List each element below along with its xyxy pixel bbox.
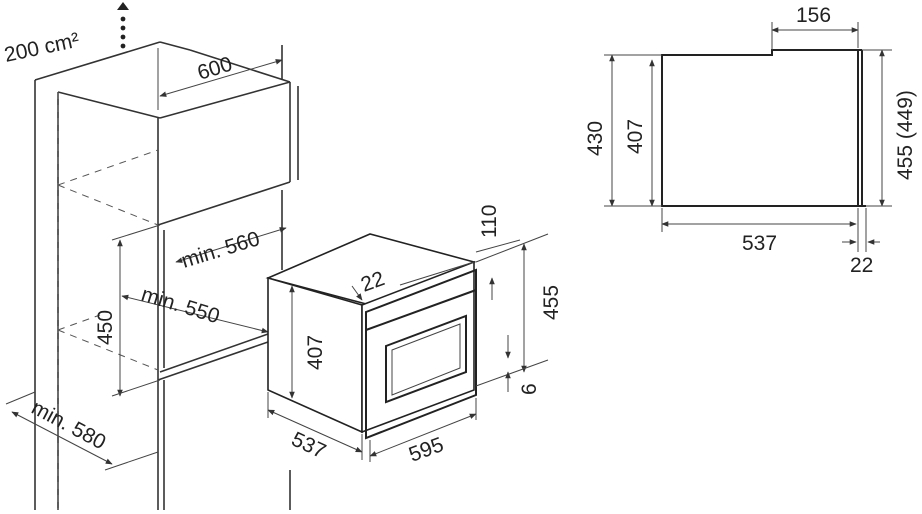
oven-front-height-label: 455: [540, 285, 563, 320]
cabinet-width-label: 600: [195, 53, 235, 85]
oven-bottom-gap-label: 6: [518, 383, 541, 395]
oven-top-gap-label: 110: [478, 205, 501, 238]
oven-side-view: [661, 49, 866, 207]
side-front-height-label: 455 (449): [894, 90, 917, 180]
oven-front-offset-dimension: [351, 285, 363, 301]
oven-body-depth-label: 537: [288, 428, 329, 464]
oven-body-height-label: 407: [304, 335, 327, 370]
min-depth-dimension: [121, 294, 269, 334]
side-top-depth-label: 156: [796, 4, 831, 27]
niche-height-label: 450: [94, 310, 117, 345]
min-cabinet-depth-dimension: [11, 411, 113, 465]
cabinet-width-dimension: [159, 59, 283, 97]
oven-isometric: [265, 233, 477, 440]
oven-front-width-label: 595: [406, 433, 447, 467]
vent-arrow-icon: [117, 2, 129, 49]
min-depth-label: min. 550: [139, 283, 223, 329]
side-inner-height-label: 407: [624, 119, 647, 154]
min-inner-width-label: min. 560: [179, 227, 263, 273]
side-depth-label: 537: [742, 232, 777, 255]
side-total-height-label: 430: [584, 121, 607, 156]
side-front-thickness-label: 22: [850, 254, 873, 277]
oven-body-depth-dimension: [267, 409, 363, 453]
oven-front-width-dimension: [369, 413, 477, 457]
min-inner-width-dimension: [175, 227, 287, 263]
min-cabinet-depth-label: min. 580: [28, 396, 110, 454]
vent-area-label: 200 cm²: [2, 29, 81, 67]
